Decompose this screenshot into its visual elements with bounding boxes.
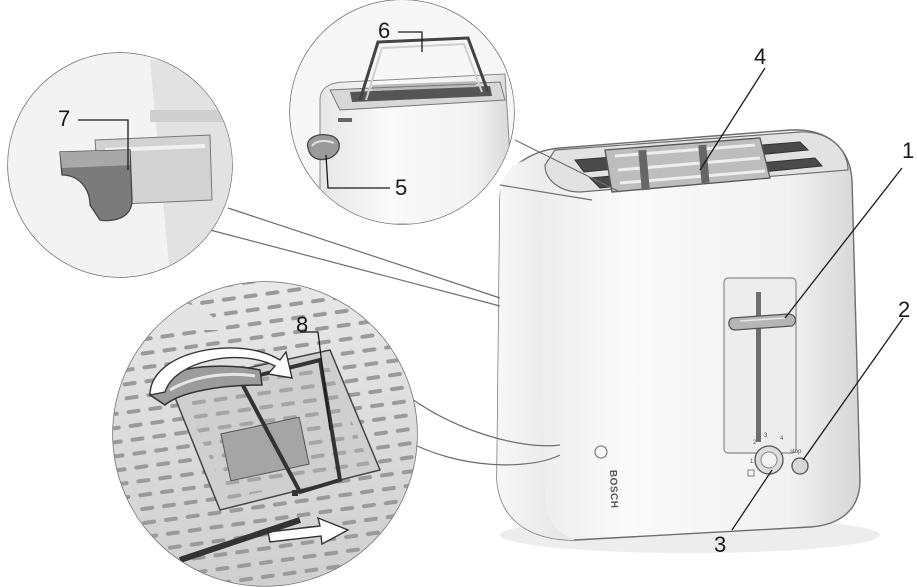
- lever-cap: [59, 149, 133, 222]
- inset-connectors: [209, 139, 621, 466]
- defrost-icon: [747, 469, 755, 477]
- slide-arrow-icon: [267, 516, 350, 546]
- dial-mark-3: 3: [764, 433, 768, 439]
- rack-lever-knob: [306, 134, 340, 161]
- callout-7: 7: [58, 106, 70, 131]
- toaster-body: [496, 129, 861, 541]
- inset-crumb-tray: [112, 281, 418, 587]
- stop-button[interactable]: [791, 457, 809, 475]
- callout-6: 6: [378, 18, 390, 43]
- callout-8: 8: [296, 312, 308, 337]
- toaster-front-face: [497, 158, 575, 540]
- callout-2: 2: [898, 297, 910, 322]
- inset-lever-cap: [7, 52, 233, 278]
- callout-1: 1: [902, 138, 914, 163]
- brand-label: BOSCH: [607, 470, 619, 509]
- callout-3: 3: [714, 532, 726, 557]
- brand-logo-icon: [594, 445, 608, 459]
- dial-mark-4: 4: [780, 436, 784, 442]
- callout-4: 4: [754, 44, 766, 69]
- stop-label: stop: [790, 449, 802, 455]
- toaster-main: BOSCH 1 2 3 4 stop: [496, 129, 880, 553]
- lever-track: [756, 292, 761, 442]
- callouts: 1 2 3 4 5 6 7 8: [58, 18, 914, 557]
- rotate-arrow-icon: [149, 347, 293, 396]
- bun-attachment[interactable]: [604, 137, 771, 193]
- dial-mark-1: 1: [750, 459, 754, 465]
- dial-mark-2: 2: [753, 440, 757, 446]
- callout-5: 5: [395, 175, 407, 200]
